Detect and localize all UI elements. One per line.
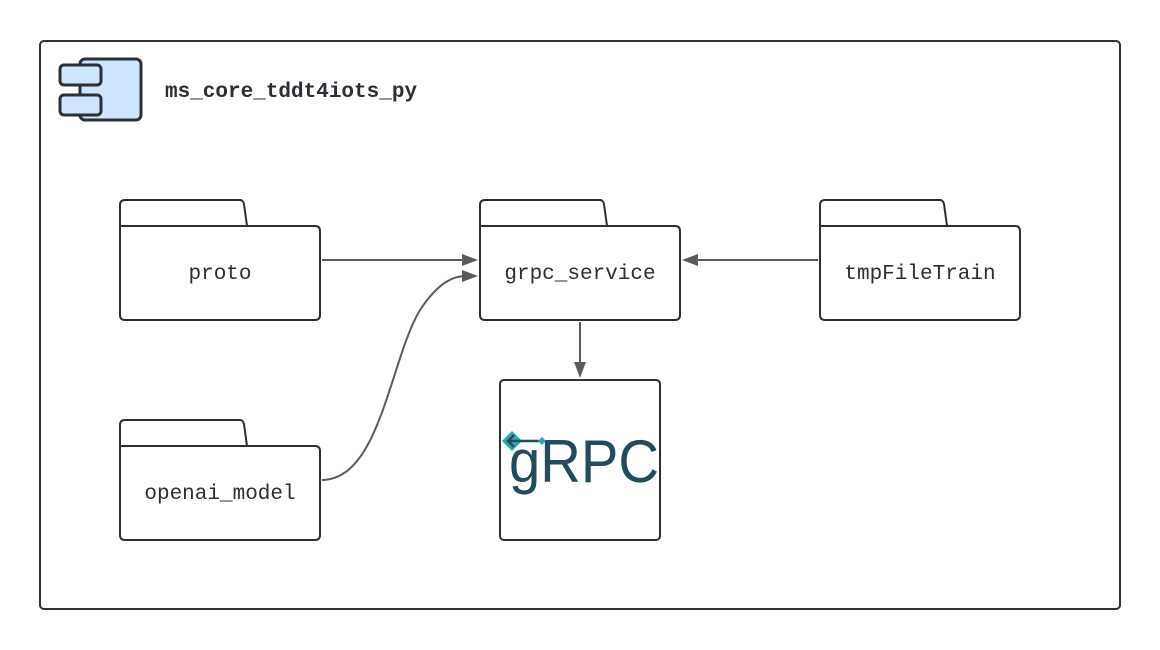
- folder-icon: [119, 419, 321, 541]
- folder-grpc-service[interactable]: grpc_service: [479, 199, 681, 321]
- folder-openai-model[interactable]: openai_model: [119, 419, 321, 541]
- grpc-logo: gRPC: [502, 428, 659, 495]
- folder-tmpfiletrain[interactable]: tmpFileTrain: [819, 199, 1021, 321]
- folder-label: grpc_service: [504, 263, 655, 286]
- edge-line: [321, 275, 467, 481]
- edge-grpc-service-to-logo: [574, 322, 586, 378]
- edge-proto-to-grpc-service: [322, 254, 478, 266]
- arrow-head: [574, 362, 586, 378]
- folder-icon: [119, 199, 321, 321]
- arrow-head: [462, 254, 478, 266]
- edge-tmpfiletrain-to-grpc-service: [682, 254, 818, 266]
- edge-openai-model-to-grpc-service: [321, 270, 478, 481]
- folder-label: proto: [188, 263, 251, 286]
- grpc-logo-text: gRPC: [509, 428, 659, 495]
- arrow-head: [462, 270, 478, 282]
- logo-frame: [499, 379, 661, 541]
- arrow-head: [682, 254, 698, 266]
- folder-label: tmpFileTrain: [844, 263, 995, 286]
- folder-icon: [479, 199, 681, 321]
- container-title: ms_core_tddt4iots_py: [165, 81, 417, 104]
- folder-icon: [819, 199, 1021, 321]
- folder-proto[interactable]: proto: [119, 199, 321, 321]
- grpc-logo-node[interactable]: gRPC: [499, 379, 661, 541]
- component-icon: [58, 57, 143, 122]
- folder-label: openai_model: [144, 483, 295, 506]
